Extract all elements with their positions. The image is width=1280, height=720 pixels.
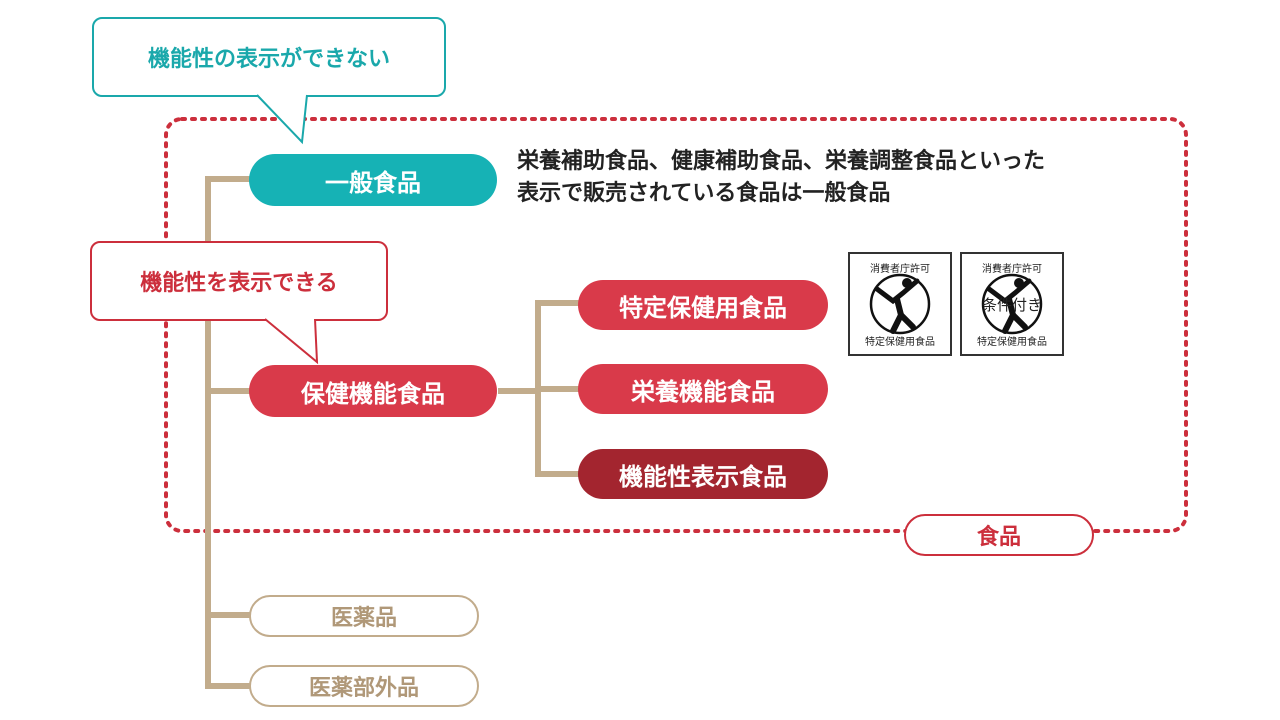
node-nutrient-function: 栄養機能食品 [578, 364, 828, 414]
node-pharmaceuticals: 医薬品 [249, 595, 479, 637]
person-circle-icon [981, 273, 1043, 335]
specified-health-mark: 消費者庁許可 特定保健用食品 [848, 252, 952, 356]
node-quasi-drugs: 医薬部外品 [249, 665, 479, 707]
bubble-cannot-tail [256, 94, 308, 145]
bubble-can-label: 機能性を表示できる [90, 241, 388, 321]
node-general-food-label: 一般食品 [325, 168, 421, 197]
node-pharmaceuticals-label: 医薬品 [330, 606, 397, 631]
node-specified-health: 特定保健用食品 [578, 280, 828, 330]
description-line-2: 表示で販売されている食品は一般食品 [517, 181, 891, 206]
food-boundary [164, 117, 1188, 533]
mark-top-text: 消費者庁許可 [982, 264, 1042, 275]
node-specified-health-label: 特定保健用食品 [619, 293, 787, 322]
general-food-description: 栄養補助食品、健康補助食品、栄養調整食品といった 表示で販売されている食品は一般… [517, 146, 1217, 210]
node-food-label: 食品 [976, 525, 1021, 550]
node-food: 食品 [904, 514, 1094, 556]
node-health-food-label: 保健機能食品 [301, 379, 445, 408]
bubble-cannot-label-text: 機能性の表示ができない [147, 47, 390, 72]
mark-conditional-text: 条件付き [981, 296, 1042, 314]
person-circle-icon [869, 273, 931, 335]
node-general-food: 一般食品 [249, 154, 497, 206]
bubble-can-tail [264, 318, 319, 365]
conditional-health-mark: 消費者庁許可 条件付き 特定保健用食品 [960, 252, 1064, 356]
node-health-food: 保健機能食品 [249, 365, 497, 417]
mark-bottom-text: 特定保健用食品 [977, 337, 1047, 348]
description-line-1: 栄養補助食品、健康補助食品、栄養調整食品といった [517, 149, 1046, 174]
mark-bottom-text: 特定保健用食品 [865, 337, 935, 348]
mark-top-text: 消費者庁許可 [870, 264, 930, 275]
bubble-can-label-text: 機能性を表示できる [140, 271, 338, 296]
node-nutrient-function-label: 栄養機能食品 [631, 377, 775, 406]
node-function-claims: 機能性表示食品 [578, 449, 828, 499]
node-function-claims-label: 機能性表示食品 [619, 462, 787, 491]
node-quasi-drugs-label: 医薬部外品 [308, 676, 419, 701]
bubble-cannot-label: 機能性の表示ができない [92, 17, 446, 97]
